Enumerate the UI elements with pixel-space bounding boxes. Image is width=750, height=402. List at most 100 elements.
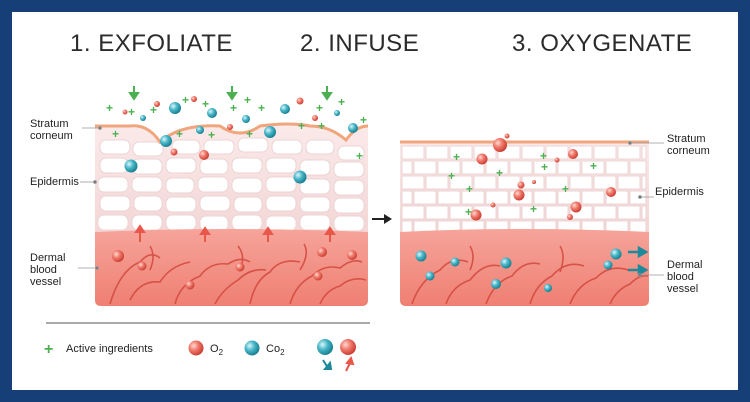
epidermis-cell xyxy=(581,190,605,205)
epidermis-cell xyxy=(629,160,647,175)
right-skin-panel: ++++++++++ xyxy=(400,133,649,306)
epidermis-cell xyxy=(545,145,569,160)
legend-co2-icon xyxy=(244,340,260,356)
epidermis-cell xyxy=(485,190,509,205)
legend: + xyxy=(44,339,356,372)
epidermis-cell xyxy=(533,160,557,175)
epidermis-cell xyxy=(521,145,545,160)
svg-text:+: + xyxy=(246,127,253,141)
epidermis-cell xyxy=(401,145,425,160)
epidermis-cell xyxy=(413,190,437,205)
legend-co2-label: Co2 xyxy=(266,343,285,358)
left-stratum-corneum-line xyxy=(95,122,369,145)
left-skin-panel: ++++++++++++++++++ xyxy=(95,86,369,306)
epidermis-cell xyxy=(569,175,593,190)
epidermis-cell xyxy=(497,205,521,220)
svg-text:+: + xyxy=(540,149,547,163)
left-o2-bubbles xyxy=(112,148,357,290)
legend-active-label: Active ingredients xyxy=(66,343,153,355)
epidermis-cell xyxy=(449,145,473,160)
left-leader-lines xyxy=(78,126,102,270)
step-3-title: 3. OXYGENATE xyxy=(512,30,693,57)
left-o2-dots xyxy=(122,96,318,130)
legend-o2-label: O2 xyxy=(210,343,224,358)
svg-text:+: + xyxy=(562,182,569,196)
svg-text:+: + xyxy=(360,113,367,127)
left-label-epidermis: Epidermis xyxy=(30,176,79,188)
legend-down-arrow-icon xyxy=(322,359,333,370)
right-label-epidermis: Epidermis xyxy=(655,186,704,198)
right-o2-bubbles xyxy=(470,133,616,221)
epidermis-cell xyxy=(437,160,461,175)
right-label-dermal: Dermal blood vessel xyxy=(667,259,703,295)
epidermis-cell xyxy=(581,160,605,175)
legend-o2-icon xyxy=(188,340,204,356)
epidermis-cell xyxy=(473,175,497,190)
right-co2-bubbles xyxy=(415,248,622,292)
svg-text:+: + xyxy=(202,97,209,111)
svg-text:+: + xyxy=(356,149,363,163)
epidermis-cell xyxy=(401,175,425,190)
svg-text:+: + xyxy=(318,119,325,133)
epidermis-cell xyxy=(401,190,413,205)
svg-text:+: + xyxy=(590,159,597,173)
svg-text:+: + xyxy=(208,128,215,142)
right-out-arrows xyxy=(628,245,649,277)
svg-text:+: + xyxy=(530,202,537,216)
svg-text:+: + xyxy=(465,205,472,219)
epidermis-cell xyxy=(461,190,485,205)
left-co2-bubbles xyxy=(124,102,358,184)
epidermis-cell xyxy=(401,205,425,220)
step-arrow xyxy=(372,214,392,224)
svg-text:+: + xyxy=(128,105,135,119)
right-active-plus-signs: ++++++++++ xyxy=(448,149,597,219)
left-epidermis-cells xyxy=(97,137,365,232)
epidermis-cell xyxy=(425,175,449,190)
legend-o2-in-icon xyxy=(340,339,356,355)
step-1-title: 1. EXFOLIATE xyxy=(70,30,233,57)
svg-text:+: + xyxy=(150,103,157,117)
legend-plus-icon: + xyxy=(44,341,53,358)
right-label-stratum-corneum: Stratum corneum xyxy=(667,133,710,157)
epidermis-cell xyxy=(557,190,581,205)
epidermis-cell xyxy=(557,160,581,175)
legend-co2-out-icon xyxy=(317,339,333,355)
epidermis-cell xyxy=(545,205,569,220)
epidermis-cell xyxy=(401,160,413,175)
epidermis-cell xyxy=(425,205,449,220)
svg-text:+: + xyxy=(316,101,323,115)
epidermis-cell xyxy=(413,160,437,175)
left-label-stratum-corneum: Stratum corneum xyxy=(30,118,73,142)
epidermis-cell xyxy=(617,175,641,190)
epidermis-cell xyxy=(437,190,461,205)
svg-text:+: + xyxy=(541,160,548,174)
epidermis-cell xyxy=(617,205,641,220)
epidermis-cell xyxy=(605,160,629,175)
right-dermis xyxy=(400,229,649,306)
left-up-arrows xyxy=(134,224,336,242)
svg-text:+: + xyxy=(453,150,460,164)
left-dermis xyxy=(95,229,368,306)
legend-up-arrow-icon xyxy=(345,355,355,372)
left-down-arrows xyxy=(128,86,333,101)
epidermis-cell xyxy=(449,175,473,190)
svg-text:+: + xyxy=(298,119,305,133)
epidermis-cell xyxy=(521,205,545,220)
epidermis-cell xyxy=(533,190,557,205)
epidermis-cell xyxy=(593,205,617,220)
svg-text:+: + xyxy=(112,127,119,141)
epidermis-cell xyxy=(425,145,449,160)
svg-text:+: + xyxy=(176,127,183,141)
svg-text:+: + xyxy=(230,101,237,115)
svg-text:+: + xyxy=(496,166,503,180)
epidermis-cell xyxy=(593,175,617,190)
svg-text:+: + xyxy=(466,182,473,196)
left-active-plus-signs: ++++++++++++++++++ xyxy=(106,93,367,163)
epidermis-cell xyxy=(617,145,641,160)
right-leader-lines xyxy=(628,141,664,277)
epidermis-cell xyxy=(545,175,569,190)
epidermis-cell xyxy=(641,145,647,160)
svg-text:+: + xyxy=(338,95,345,109)
epidermis-cell xyxy=(593,145,617,160)
